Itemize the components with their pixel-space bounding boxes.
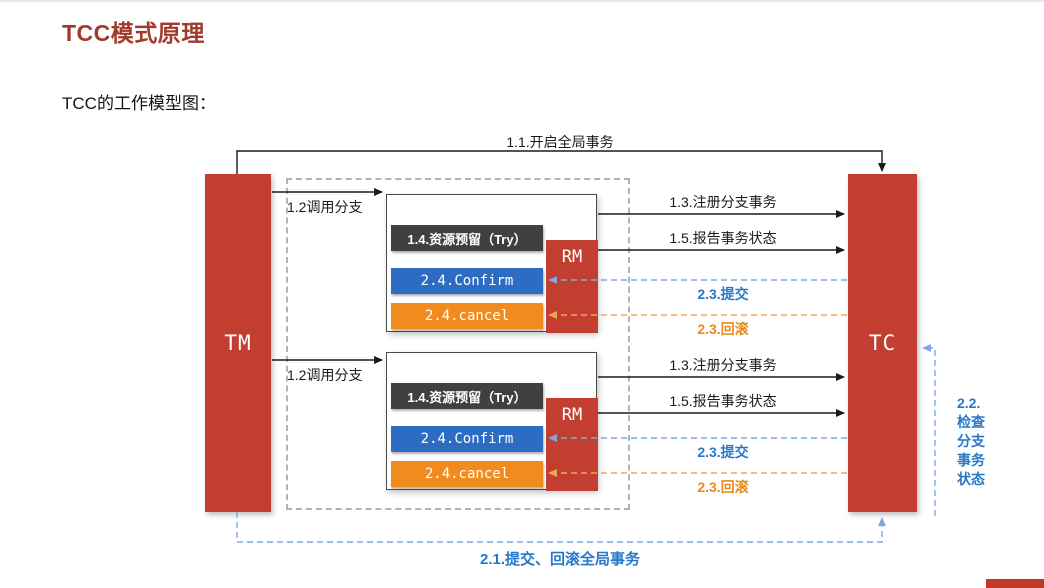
label-invoke-2: 1.2调用分支	[287, 367, 363, 383]
cancel-box-1: 2.4.cancel	[391, 303, 543, 329]
rm-boundary-frame	[286, 178, 630, 510]
tc-node: TC	[848, 174, 917, 512]
label-finish-global: 2.1.提交、回滚全局事务	[479, 551, 641, 568]
try-box-2: 1.4.资源预留（Try）	[391, 383, 543, 409]
arrow-begin-global	[236, 150, 886, 174]
label-rollback-2: 2.3.回滚	[697, 479, 749, 495]
confirm-box-2: 2.4.Confirm	[391, 426, 543, 452]
label-rollback-1: 2.3.回滚	[697, 321, 749, 337]
label-commit-1: 2.3.提交	[697, 286, 749, 302]
label-begin-global: 1.1.开启全局事务	[506, 134, 614, 150]
label-check-branch: 2.2. 检查 分支 事务 状态	[957, 395, 985, 487]
label-report-1: 1.5.报告事务状态	[669, 230, 777, 246]
arrow-check-branch	[922, 344, 936, 516]
label-report-2: 1.5.报告事务状态	[669, 393, 777, 409]
tc-label: TC	[868, 331, 897, 355]
tm-node: TM	[205, 174, 271, 512]
rm-label-1: RM	[561, 247, 583, 267]
rm-group-2: 1.4.资源预留（Try） 2.4.Confirm 2.4.cancel RM	[386, 352, 598, 491]
rm-node-1: RM	[546, 240, 598, 333]
rm-group-1: 1.4.资源预留（Try） 2.4.Confirm 2.4.cancel RM	[386, 194, 598, 333]
page-title: TCC模式原理	[62, 20, 205, 46]
label-invoke-1: 1.2调用分支	[287, 199, 363, 215]
confirm-box-1: 2.4.Confirm	[391, 268, 543, 294]
label-commit-2: 2.3.提交	[697, 444, 749, 460]
arrow-finish-global	[236, 512, 886, 543]
label-register-2: 1.3.注册分支事务	[669, 357, 777, 373]
cancel-box-2: 2.4.cancel	[391, 461, 543, 487]
try-box-1: 1.4.资源预留（Try）	[391, 225, 543, 251]
diagram-caption: TCC的工作模型图：	[62, 94, 216, 113]
corner-red-box	[986, 579, 1044, 588]
rm-label-2: RM	[561, 405, 583, 425]
label-register-1: 1.3.注册分支事务	[669, 194, 777, 210]
tm-label: TM	[224, 331, 252, 355]
rm-node-2: RM	[546, 398, 598, 491]
